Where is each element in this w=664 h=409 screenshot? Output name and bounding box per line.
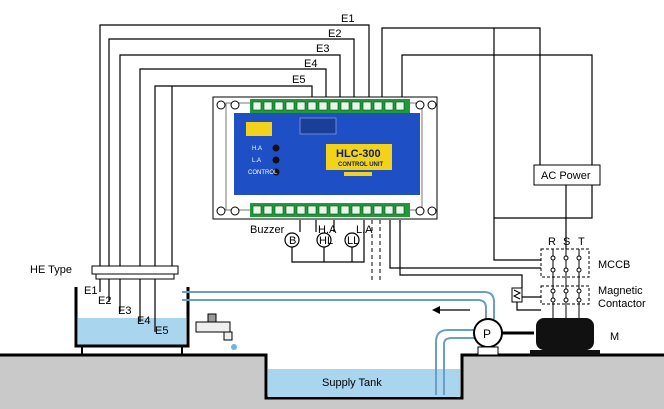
phase-t-label: T (578, 236, 585, 248)
motor-label: M (610, 331, 619, 343)
led-control-icon (272, 168, 280, 176)
mccb-label: MCCB (598, 259, 630, 271)
led-la-icon (272, 156, 280, 164)
ha-label: H.A (318, 224, 337, 236)
delivery-pipe (182, 291, 495, 319)
supply-tank-water (268, 369, 460, 397)
led-control-label: CONTROL (248, 170, 278, 176)
tank-e1-label: E1 (84, 285, 97, 297)
pump-base (477, 346, 499, 356)
tank-e3-label: E3 (118, 305, 131, 317)
top-terminals (252, 101, 405, 111)
la-label: L.A (356, 224, 373, 236)
alarm-wiring (291, 220, 365, 263)
buzzer-symbol: B (289, 235, 296, 247)
rating-tag (246, 122, 272, 136)
suction-pipe (435, 329, 474, 395)
high-level-lamp-icon (316, 232, 332, 248)
low-level-lamp-icon (344, 232, 360, 248)
e4-label: E4 (304, 58, 317, 70)
control-unit: H.A L.A CONTROL HLC-300 CONTROL UNIT (212, 96, 438, 220)
he-type-label: HE Type (30, 264, 72, 276)
e3-label: E3 (316, 43, 329, 55)
tank-e2-label: E2 (98, 295, 111, 307)
mccb-box (540, 248, 590, 278)
ground (0, 355, 664, 409)
e2-label: E2 (328, 28, 341, 40)
e1-label: E1 (341, 13, 354, 25)
phase-r-label: R (548, 236, 556, 248)
motor-icon (536, 318, 594, 350)
motor-base (530, 350, 600, 355)
model-subtitle: CONTROL UNIT (338, 162, 384, 168)
contactor-label: Contactor (598, 298, 646, 310)
breaker-contacts (550, 255, 582, 303)
led-la-label: L.A (252, 158, 261, 164)
mounting-screws (216, 100, 437, 216)
ac-power-box (533, 164, 601, 186)
electrode-holder-base (95, 273, 175, 280)
faucet-icon (195, 313, 237, 350)
magnetic-label: Magnetic (598, 285, 643, 297)
e5-label: E5 (292, 74, 305, 86)
ac-power-label: AC Power (541, 170, 591, 182)
tank-e5-label: E5 (155, 325, 168, 337)
buzzer-icon (284, 232, 300, 248)
elevated-tank (74, 287, 190, 348)
electrode-wires (99, 24, 370, 332)
power-wiring (381, 27, 593, 311)
electrode-holder (91, 265, 179, 275)
led-ha-icon (272, 144, 280, 152)
ll-symbol: LL (347, 235, 359, 247)
flow-arrow-head (432, 306, 440, 314)
model-name: HLC-300 (336, 148, 381, 160)
adjust-knob-panel (299, 117, 337, 135)
pump-label: P (483, 327, 491, 341)
coil-winding (512, 289, 522, 300)
hl-symbol: HL (319, 235, 333, 247)
supply-tank-label: Supply Tank (322, 377, 382, 389)
elevated-tank-water (78, 318, 186, 346)
maker-tag (344, 172, 372, 176)
model-plate (326, 144, 392, 170)
tank-e4-label: E4 (137, 315, 150, 327)
bottom-terminals (252, 205, 405, 215)
led-ha-label: H.A (252, 146, 262, 152)
buzzer-label: Buzzer (250, 224, 285, 236)
dashed-wiring (371, 220, 381, 283)
phase-s-label: S (563, 236, 570, 248)
